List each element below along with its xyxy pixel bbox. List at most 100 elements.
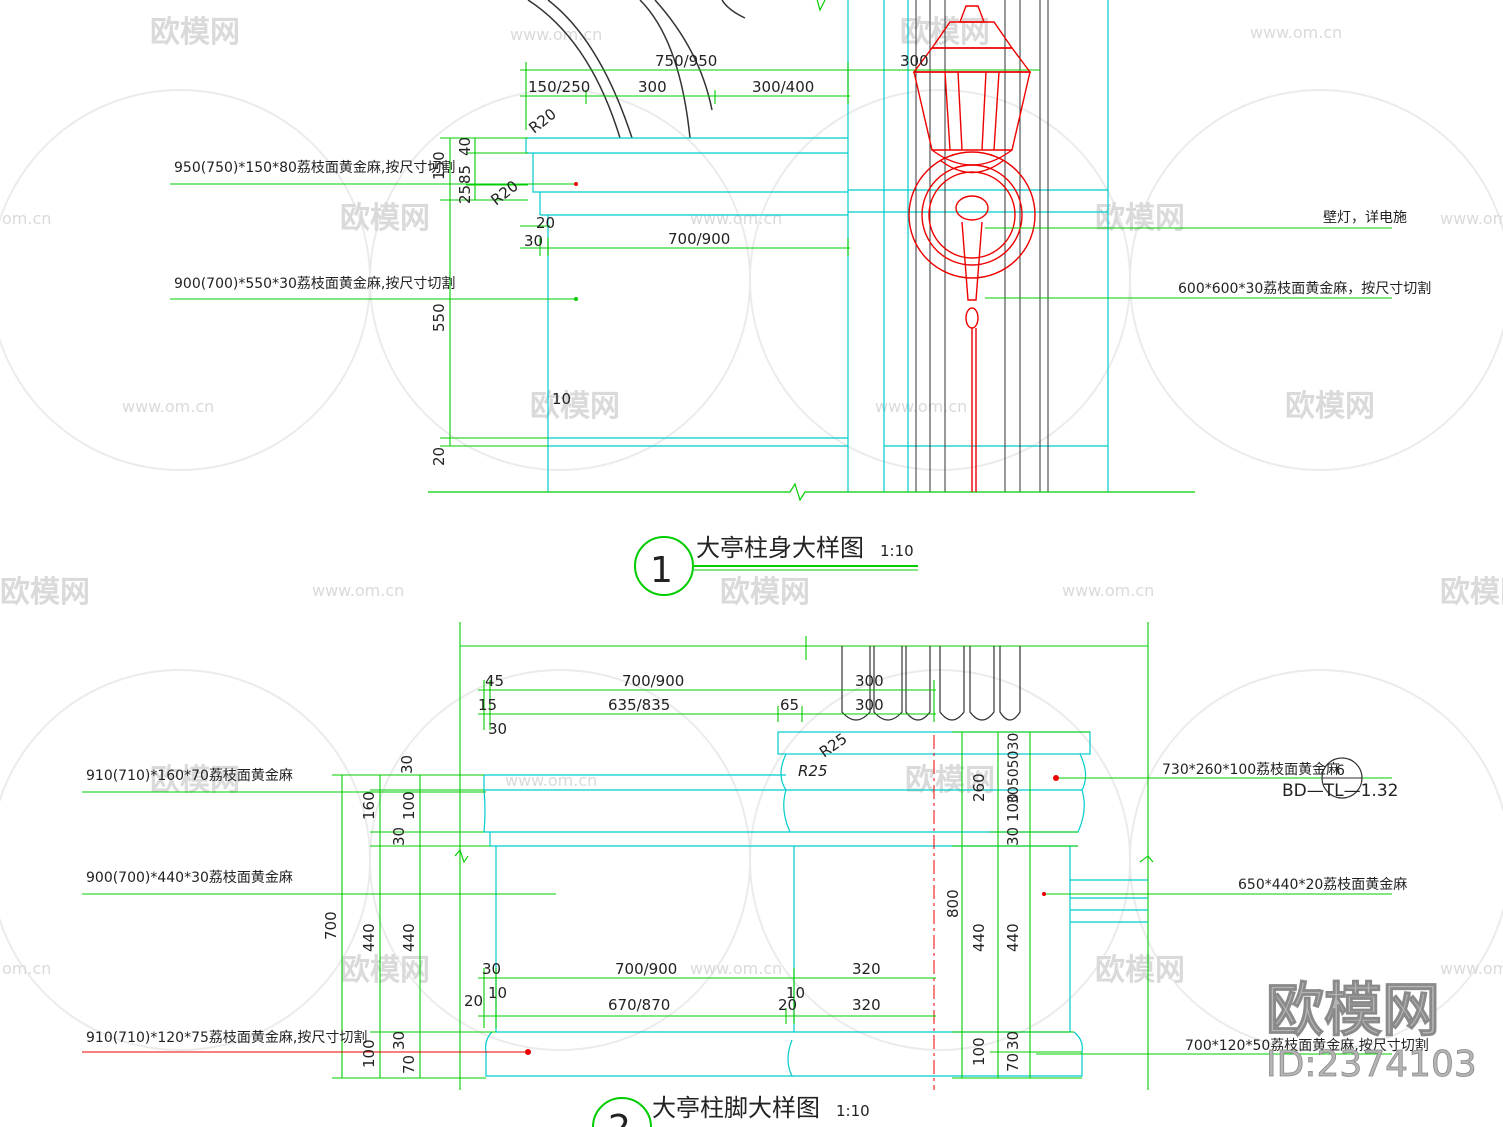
label-right-foot-stone: 700*120*50荔枝面黄金麻,按尺寸切割 bbox=[1185, 1037, 1429, 1054]
dim-r20-b: R20 bbox=[487, 177, 521, 209]
dim-r20-a: R20 bbox=[525, 105, 559, 137]
watermark-site: www.om.cn bbox=[1250, 23, 1342, 42]
dim-45: 45 bbox=[485, 672, 504, 690]
ground-line bbox=[428, 0, 1195, 502]
top-dimensions bbox=[520, 62, 1040, 256]
watermark-site: www.om.cn bbox=[690, 959, 782, 978]
leader-dot bbox=[1053, 775, 1059, 781]
label-wall-lamp: 壁灯，详电施 bbox=[1323, 210, 1407, 226]
frame-lines bbox=[454, 622, 1154, 1090]
label-base-cap-stone: 910(710)*160*70荔枝面黄金麻 bbox=[86, 767, 293, 784]
corner-watermark: 欧模网 ID:2374103 bbox=[1266, 976, 1478, 1086]
dim-30-top: 30 bbox=[488, 720, 507, 738]
dim-40: 40 bbox=[456, 137, 474, 156]
watermark-site-short: om.cn bbox=[2, 959, 51, 978]
right-dimensions-2 bbox=[952, 731, 1090, 1079]
title-block-2: 2 大亭柱脚大样图 1:10 bbox=[592, 1094, 870, 1127]
dim-750-950: 750/950 bbox=[655, 52, 717, 70]
dim-bottom-20-a: 20 bbox=[464, 992, 483, 1010]
watermark-brand: 欧模网 bbox=[1285, 389, 1375, 424]
arch-arcs bbox=[527, 0, 746, 139]
watermark-site: www.om.cn bbox=[505, 771, 597, 790]
dim-15: 15 bbox=[478, 696, 497, 714]
watermark-site-short: om.cn bbox=[2, 209, 51, 228]
base-outline bbox=[483, 731, 1148, 1077]
leader-dot bbox=[525, 1049, 531, 1055]
dim-left-440-b: 440 bbox=[400, 923, 418, 952]
dim-right-440-a: 440 bbox=[970, 923, 988, 952]
watermark-site: www.om.cn bbox=[312, 581, 404, 600]
watermark-brand: 欧模网 bbox=[720, 575, 810, 610]
dim-left-30-b: 30 bbox=[390, 827, 408, 846]
corner-brand: 欧模网 bbox=[1266, 976, 1440, 1044]
dim-bottom-30: 30 bbox=[482, 960, 501, 978]
dim-right-30-b: 30 bbox=[1004, 1031, 1022, 1050]
drawing-title: 大亭柱身大样图 bbox=[696, 534, 864, 562]
label-panel-stone: 600*600*30荔枝面黄金麻，按尺寸切割 bbox=[1178, 280, 1431, 297]
dim-550: 550 bbox=[430, 303, 448, 332]
fluted-column bbox=[841, 646, 1021, 721]
watermark-brand: 欧模网 bbox=[1095, 953, 1185, 988]
dim-25: 25 bbox=[456, 185, 474, 204]
dim-right-800: 800 bbox=[944, 889, 962, 918]
column-outline bbox=[525, 0, 1109, 492]
bottom-dimensions-2 bbox=[478, 968, 936, 1028]
label-base-body-stone: 900(700)*440*30荔枝面黄金麻 bbox=[86, 869, 293, 886]
title-block-1: 1 大亭柱身大样图 1:10 bbox=[634, 534, 918, 596]
drawing-column-body: 750/950 300 150/250 300 300/400 R20 R20 … bbox=[170, 0, 1431, 596]
label-right-body-stone: 650*440*20荔枝面黄金麻 bbox=[1238, 876, 1407, 893]
dim-right-100-b: 100 bbox=[970, 1037, 988, 1066]
detail-ref-number: 6 bbox=[1336, 763, 1345, 779]
dim-right-70: 70 bbox=[1004, 1053, 1022, 1072]
dim-20-b: 20 bbox=[430, 447, 448, 466]
dim-left-30-c: 30 bbox=[390, 1031, 408, 1050]
watermark-brand: 欧模网 bbox=[905, 763, 995, 798]
dim-r25-a: R25 bbox=[816, 730, 851, 762]
watermark-brand: 欧模网 bbox=[1440, 575, 1503, 610]
material-labels-1: 950(750)*150*80荔枝面黄金麻,按尺寸切割 900(700)*550… bbox=[174, 159, 1431, 297]
dim-85: 85 bbox=[456, 165, 474, 184]
dim-left-700: 700 bbox=[322, 911, 340, 940]
dim-10: 10 bbox=[552, 390, 571, 408]
drawing-scale: 1:10 bbox=[880, 542, 914, 560]
dim-r25-b: R25 bbox=[798, 762, 828, 780]
dim-65: 65 bbox=[780, 696, 799, 714]
watermark-site: www.om.cn bbox=[122, 397, 214, 416]
wall-lamp-icon bbox=[908, 5, 1036, 492]
dim-700-900: 700/900 bbox=[668, 230, 730, 248]
drawing-title: 大亭柱脚大样图 bbox=[652, 1094, 820, 1122]
top-dimensions-2 bbox=[478, 680, 936, 730]
left-dimensions bbox=[440, 137, 548, 447]
dimension-texts-2: 45 700/900 300 15 635/835 65 300 30 R25 … bbox=[322, 672, 1022, 1074]
dim-right-30-a: 30 bbox=[1004, 827, 1022, 846]
dim-20-a: 20 bbox=[536, 214, 555, 232]
dim-right-stack: 30505030 bbox=[1006, 733, 1022, 804]
dim-bottom-700-900: 700/900 bbox=[615, 960, 677, 978]
label-right-cap-stone: 730*260*100荔枝面黄金麻 bbox=[1162, 761, 1340, 778]
dim-right-440-b: 440 bbox=[1004, 923, 1022, 952]
dimension-texts-1: 750/950 300 150/250 300 300/400 R20 R20 … bbox=[430, 52, 929, 466]
section-number-circle bbox=[634, 536, 694, 596]
leader-dot bbox=[1042, 892, 1046, 896]
dim-700-900-top: 700/900 bbox=[622, 672, 684, 690]
dim-bottom-670-870: 670/870 bbox=[608, 996, 670, 1014]
watermark-site: www.om.cn bbox=[1062, 581, 1154, 600]
dim-left-70: 70 bbox=[400, 1055, 418, 1074]
label-body-stone: 900(700)*550*30荔枝面黄金麻,按尺寸切割 bbox=[174, 275, 455, 292]
label-cap-stone: 950(750)*150*80荔枝面黄金麻,按尺寸切割 bbox=[174, 159, 455, 176]
dim-300-400: 300/400 bbox=[752, 78, 814, 96]
watermark-brand: 欧模网 bbox=[340, 201, 430, 236]
detail-ref-code: BD—TL—1.32 bbox=[1282, 781, 1398, 801]
dim-left-100-a: 100 bbox=[400, 791, 418, 820]
watermark-site: www.om.cn bbox=[1440, 209, 1503, 228]
dim-300-a: 300 bbox=[855, 672, 884, 690]
watermark-brand: 欧模网 bbox=[150, 15, 240, 50]
label-base-foot-stone: 910(710)*120*75荔枝面黄金麻,按尺寸切割 bbox=[86, 1029, 367, 1046]
section-number: 1 bbox=[650, 550, 673, 591]
watermark-site: www.om.cn bbox=[1440, 959, 1503, 978]
dim-300-b: 300 bbox=[855, 696, 884, 714]
watermark-brand: 欧模网 bbox=[1095, 201, 1185, 236]
leader-lines bbox=[170, 183, 1392, 300]
